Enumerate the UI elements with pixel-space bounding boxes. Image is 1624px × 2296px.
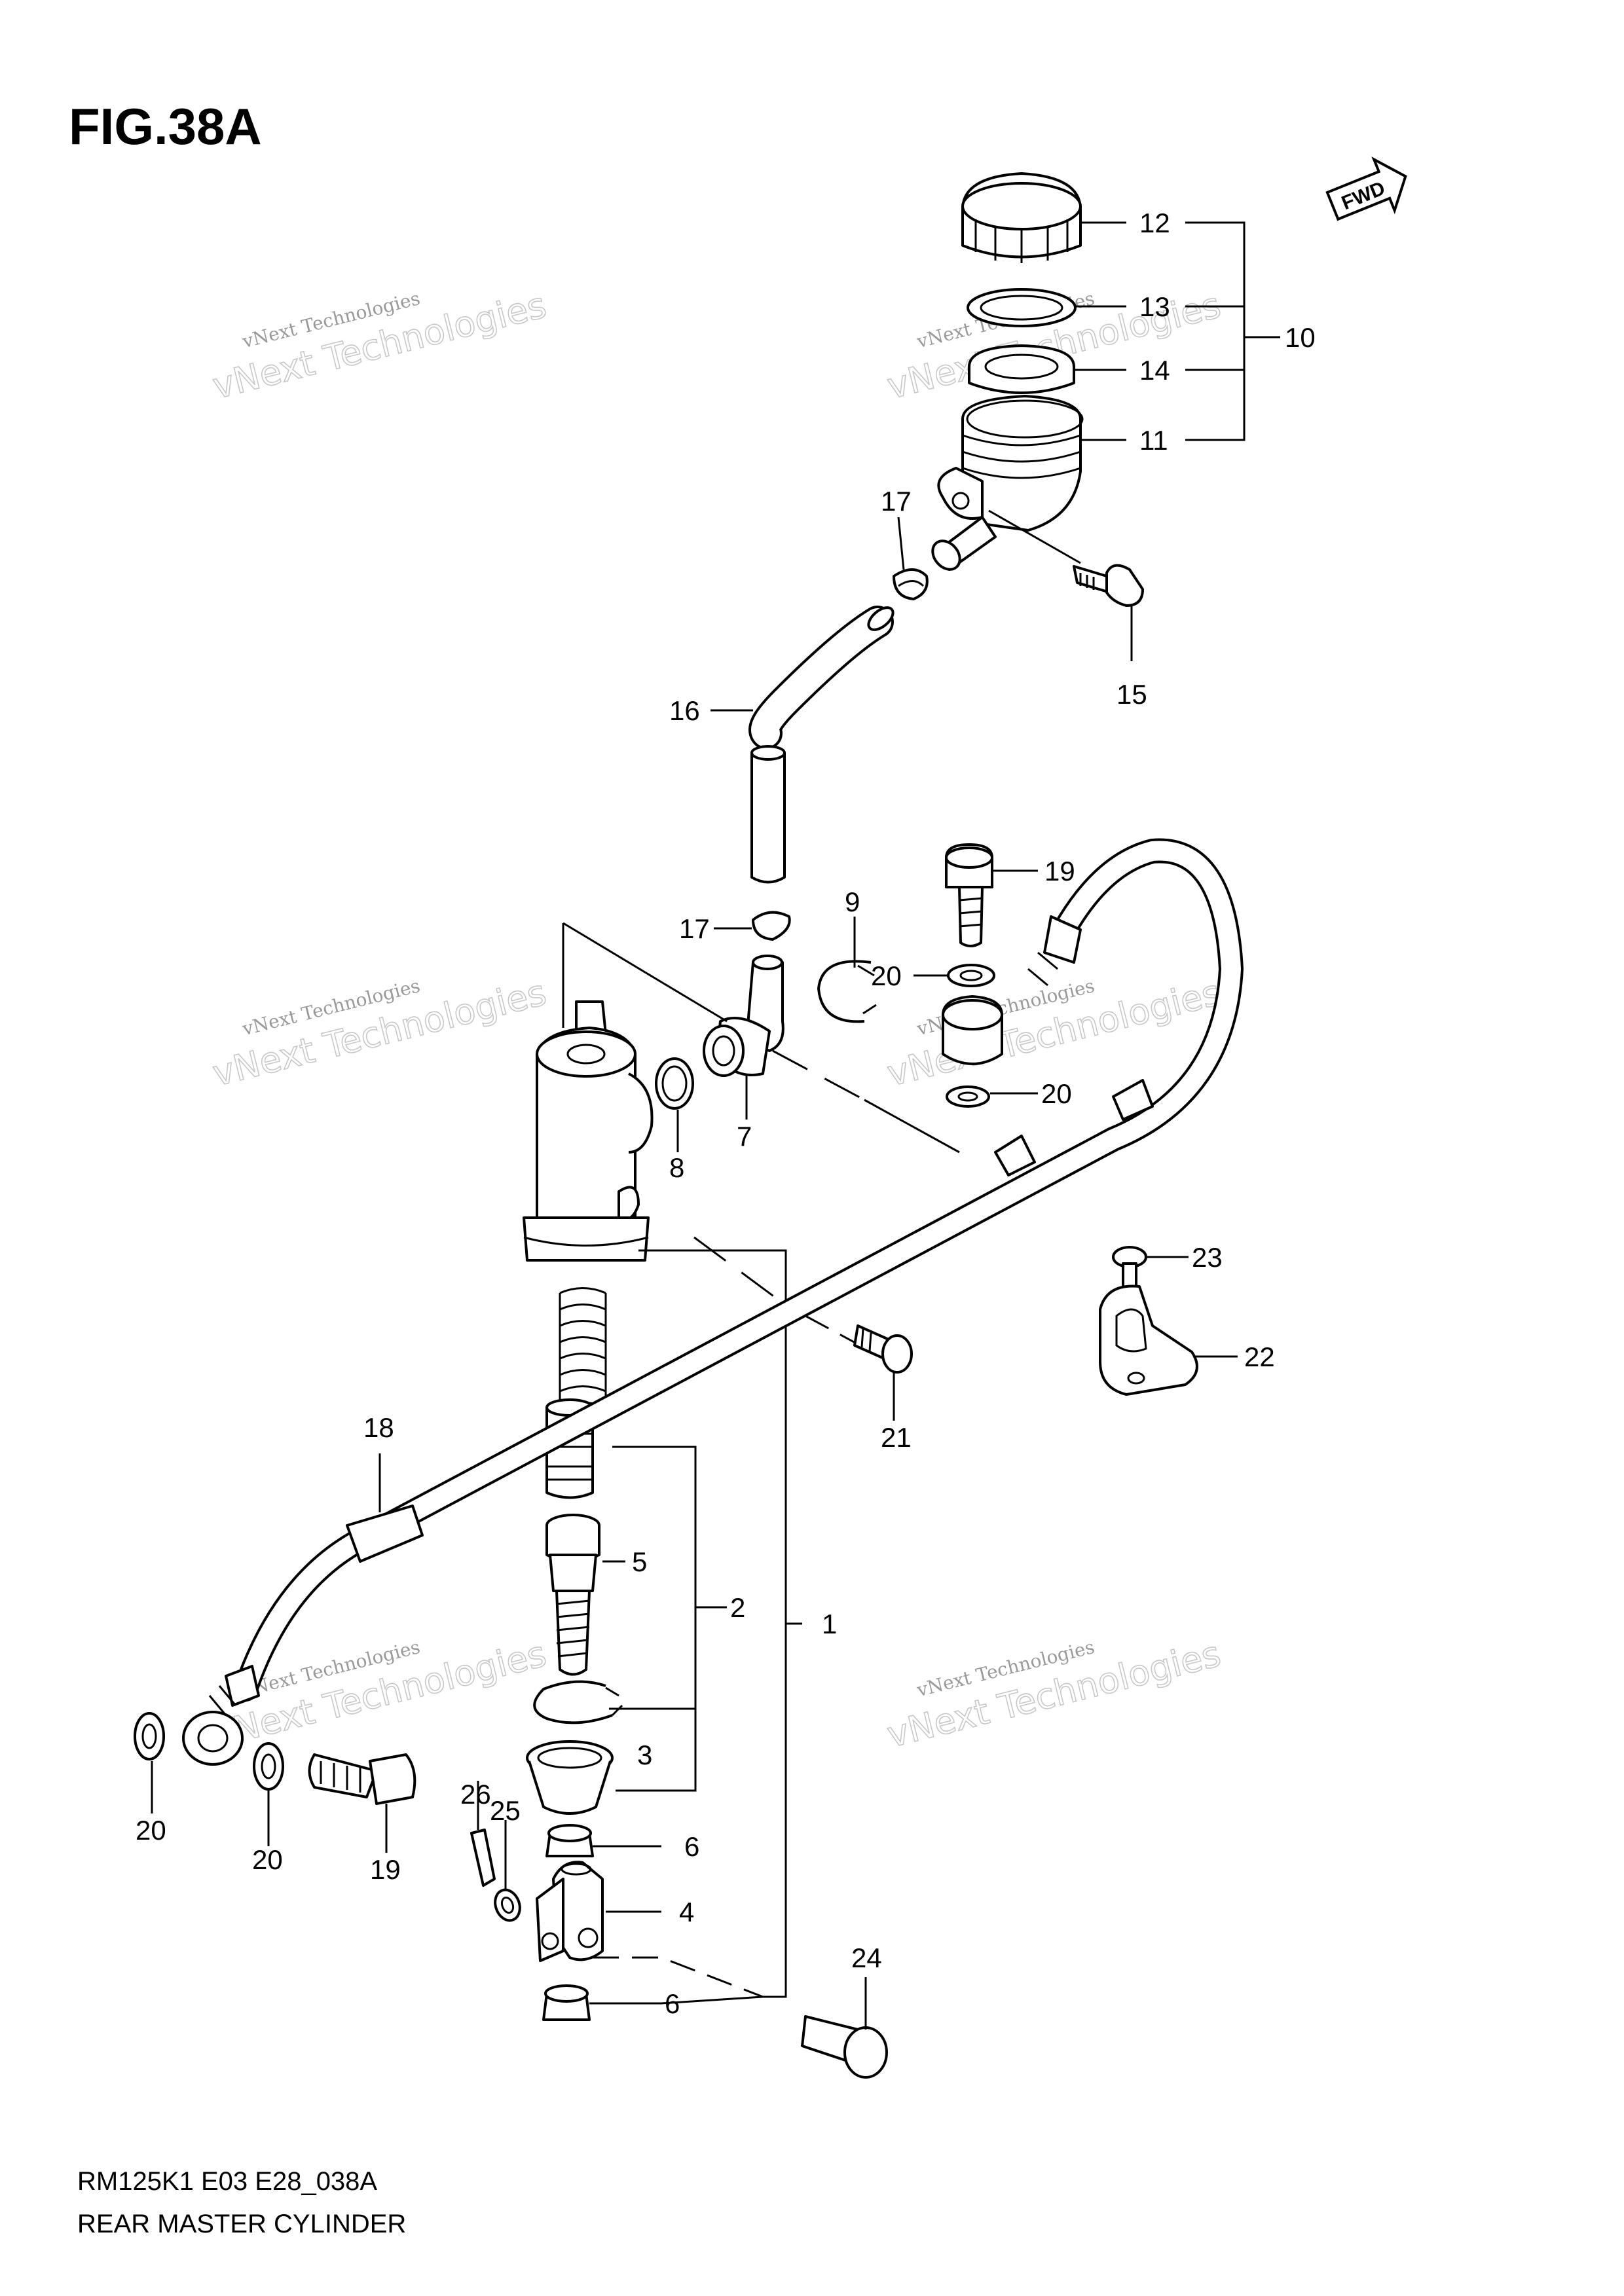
return-spring [556,1287,610,1409]
callout-24: 24 [851,1942,882,1973]
callout-22: 22 [1244,1341,1275,1372]
callout-17-upper: 17 [881,486,912,517]
banjo-bolt-upper [945,843,1038,947]
callout-20-middle: 20 [1041,1078,1072,1109]
callout-5: 5 [632,1546,647,1577]
clevis-pin [801,1977,888,2079]
callout-labels: 12 13 14 11 10 17 15 16 19 9 17 20 20 8 … [136,208,1316,2019]
reservoir-body [931,395,1084,571]
callout-8: 8 [669,1152,684,1183]
sealing-washer-lower-left [134,1712,165,1813]
callout-16: 16 [669,695,700,726]
callout-20-lower-left: 20 [136,1815,166,1846]
callout-19-upper: 19 [1044,856,1075,886]
lock-nut-upper [545,1824,594,1857]
cotter-pin [470,1829,496,1887]
screw-23 [1112,1246,1189,1291]
figure-title: FIG.38A [69,98,262,155]
callout-3: 3 [637,1740,652,1770]
callout-15: 15 [1116,679,1147,710]
reservoir-bolt [1073,564,1144,607]
callout-12: 12 [1139,208,1170,238]
callout-26: 26 [460,1779,491,1810]
hose-connector [703,955,784,1120]
callout-10: 10 [1285,322,1316,353]
callout-6-upper: 6 [684,1831,699,1862]
callout-2: 2 [730,1592,745,1623]
diagram-caption: REAR MASTER CYLINDER [77,2210,406,2238]
cylinder-leaders [477,1249,802,2005]
reservoir-leaders [897,221,1280,661]
brake-hose [182,838,1244,1766]
hose-clamp-upper [893,568,929,600]
reservoir-hose [710,606,895,884]
callout-13: 13 [1139,291,1170,322]
callout-7: 7 [737,1121,752,1152]
hose-clamp-lower [714,911,791,941]
banjo-fitting-upper [942,995,1003,1065]
callout-20-upper: 20 [871,960,902,991]
circlip [817,917,877,1023]
diagram-code: RM125K1 E03 E28_038A [77,2167,377,2196]
mounting-bolt-21 [853,1324,913,1421]
clevis [536,1861,604,1962]
reservoir-cap [961,172,1082,263]
callout-21: 21 [881,1422,912,1453]
master-cylinder-body [523,1000,654,1262]
callout-18: 18 [363,1412,394,1443]
callout-23: 23 [1192,1242,1223,1273]
callout-20-lower-right: 20 [252,1844,283,1875]
guide-lines [562,922,960,1363]
callout-14: 14 [1139,355,1170,386]
callout-1: 1 [822,1609,837,1639]
push-rod [545,1514,600,1676]
banjo-bolt-lower [308,1753,416,1853]
sealing-washer-upper-2 [946,1085,1038,1108]
callout-4: 4 [679,1897,694,1927]
fwd-arrow-icon: FWD [1325,156,1407,221]
sealing-washer-upper [913,964,995,987]
washer-25 [494,1888,521,1922]
cap-plate [967,288,1077,327]
callout-25: 25 [490,1795,521,1826]
callout-6-lower: 6 [665,1988,680,2019]
callout-9: 9 [845,886,860,917]
dust-boot [526,1740,614,1815]
sealing-washer-lower-right [253,1742,284,1846]
diaphragm [968,344,1075,394]
lock-nut-lower [542,1984,591,2021]
callout-19-lower: 19 [370,1854,401,1885]
callout-11: 11 [1139,425,1168,456]
hose-guide [1099,1285,1238,1396]
o-ring [655,1057,694,1152]
callout-17-lower: 17 [679,913,710,944]
retaining-circlip [533,1680,623,1724]
